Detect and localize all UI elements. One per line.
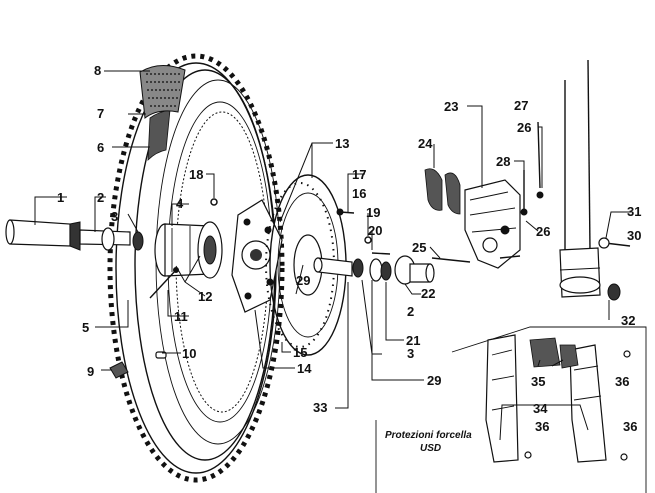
label-12: 12 xyxy=(198,289,212,304)
label-2: 2 xyxy=(97,190,104,205)
label-26-top: 26 xyxy=(517,120,531,135)
label-29-disc: 29 xyxy=(296,273,310,288)
label-35: 35 xyxy=(531,374,545,389)
fork-leg xyxy=(559,59,601,298)
label-32: 32 xyxy=(621,313,635,328)
label-36-right: 36 xyxy=(623,419,637,434)
wheel-axle xyxy=(5,219,131,251)
leader-lines xyxy=(34,70,631,441)
fork-guard-caption: Protezioni forcella USD xyxy=(385,430,472,454)
label-9: 9 xyxy=(87,364,94,379)
fork-pinch-bolt xyxy=(598,237,631,249)
fork-guard-left xyxy=(485,334,519,463)
label-16: 16 xyxy=(352,186,366,201)
label-14: 14 xyxy=(297,361,312,376)
fork-guard-bracket xyxy=(529,337,579,369)
rim-lock xyxy=(109,361,129,379)
label-30: 30 xyxy=(627,228,641,243)
tyre-section-detail xyxy=(139,65,186,119)
label-8: 8 xyxy=(94,63,101,78)
label-7: 7 xyxy=(97,106,104,121)
label-10: 10 xyxy=(182,346,196,361)
washer xyxy=(364,236,372,244)
label-6: 6 xyxy=(97,140,104,155)
label-22: 22 xyxy=(421,286,435,301)
label-33: 33 xyxy=(313,400,327,415)
bearing xyxy=(210,198,218,206)
disc-bolt xyxy=(336,208,355,216)
axle-nut xyxy=(607,283,621,301)
fork-guard-screws xyxy=(524,350,631,461)
label-11: 11 xyxy=(174,309,188,324)
label-34: 34 xyxy=(533,401,548,416)
label-31: 31 xyxy=(627,204,641,219)
pin xyxy=(371,252,391,255)
label-21: 21 xyxy=(406,333,420,348)
caption-line-1: Protezioni forcella xyxy=(385,430,472,441)
label-25: 25 xyxy=(412,240,426,255)
label-13: 13 xyxy=(335,136,349,151)
label-15: 15 xyxy=(293,345,307,360)
fork-guard-right xyxy=(569,344,607,463)
caliper-pin xyxy=(431,257,471,263)
label-23: 23 xyxy=(444,99,458,114)
distance-tube xyxy=(313,257,353,277)
label-27: 27 xyxy=(514,98,528,113)
rim-tape xyxy=(147,109,171,162)
label-29-stack: 29 xyxy=(427,373,441,388)
label-19: 19 xyxy=(366,205,380,220)
right-spacer xyxy=(394,255,435,285)
label-4: 4 xyxy=(176,196,184,211)
brake-caliper xyxy=(464,179,521,269)
label-36-left: 36 xyxy=(535,419,549,434)
label-36-top: 36 xyxy=(615,374,629,389)
part-labels: 1 2 3 4 5 6 7 8 9 10 11 12 13 14 15 16 1… xyxy=(57,63,641,434)
label-3-right: 3 xyxy=(407,346,414,361)
left-spacer xyxy=(101,227,115,251)
label-1: 1 xyxy=(57,190,64,205)
right-seals xyxy=(352,258,392,282)
caption-line-2: USD xyxy=(420,443,441,454)
label-28: 28 xyxy=(496,154,510,169)
label-3: 3 xyxy=(111,209,118,224)
brake-pads xyxy=(424,168,461,215)
label-26-bottom: 26 xyxy=(536,224,550,239)
label-17: 17 xyxy=(352,167,366,182)
hub xyxy=(154,221,223,279)
label-20: 20 xyxy=(368,223,382,238)
label-5: 5 xyxy=(82,320,89,335)
label-2-right: 2 xyxy=(407,304,414,319)
label-24: 24 xyxy=(418,136,433,151)
left-seal xyxy=(132,231,144,251)
label-18: 18 xyxy=(189,167,203,182)
